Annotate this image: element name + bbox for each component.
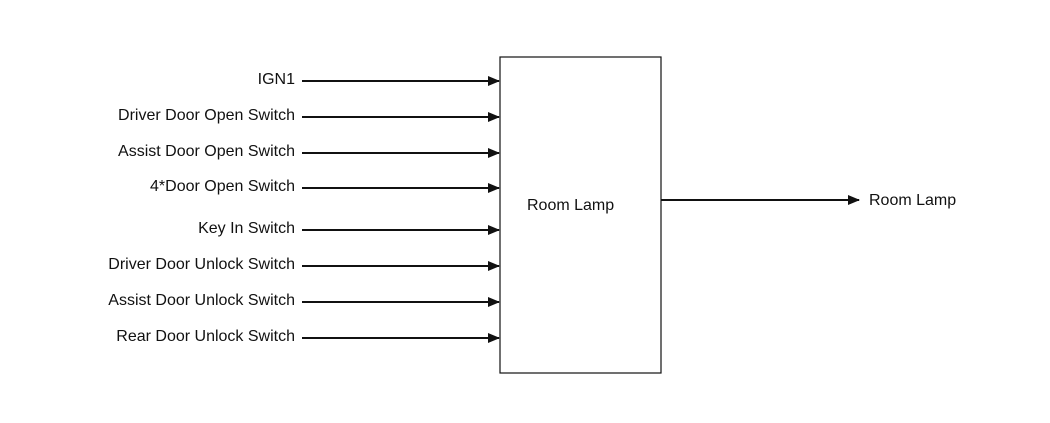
input-label: IGN1 [257, 71, 295, 88]
input-label: Key In Switch [198, 220, 295, 237]
output-label: Room Lamp [869, 192, 957, 209]
block-label: Room Lamp [527, 197, 615, 214]
input-label: Rear Door Unlock Switch [116, 328, 295, 345]
room-lamp-block [499, 56, 662, 374]
input-label: Driver Door Open Switch [118, 107, 295, 124]
input-label: Assist Door Unlock Switch [108, 292, 295, 309]
input-label: Assist Door Open Switch [118, 143, 295, 160]
input-label: 4*Door Open Switch [150, 178, 295, 195]
input-label: Driver Door Unlock Switch [108, 256, 295, 273]
